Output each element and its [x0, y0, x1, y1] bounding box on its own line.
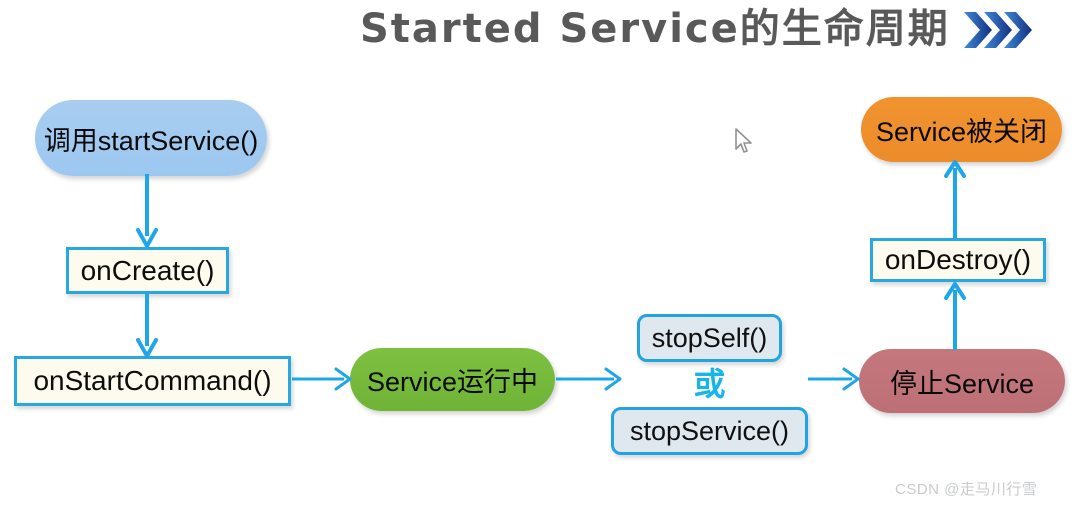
arrow-on-destroy-to-service-closed: [944, 160, 966, 238]
page-title-text: Started Service的生命周期: [360, 6, 950, 52]
page-title: Started Service的生命周期: [360, 8, 1036, 50]
node-stop-service[interactable]: stopService(): [611, 407, 808, 455]
node-stop-self[interactable]: stopSelf(): [637, 314, 782, 362]
node-on-destroy[interactable]: onDestroy(): [870, 238, 1046, 282]
double-chevron-right-icon: [963, 10, 1036, 50]
mouse-pointer-icon: [735, 128, 752, 153]
node-service-running[interactable]: Service运行中: [350, 348, 555, 411]
node-start-service[interactable]: 调用startService(): [35, 100, 267, 176]
arrow-stop-service-state-to-on-destroy: [944, 282, 966, 350]
or-connector-label: 或: [693, 366, 726, 402]
csdn-watermark: CSDN @走马川行雪: [895, 481, 1038, 498]
arrow-on-start-command-to-service-running: [292, 367, 352, 391]
node-on-start-command[interactable]: onStartCommand(): [14, 356, 291, 406]
arrow-stop-calls-to-stop-service-state: [808, 367, 860, 391]
arrow-on-create-to-on-start-command: [136, 292, 158, 358]
node-on-create[interactable]: onCreate(): [66, 247, 229, 294]
node-service-closed[interactable]: Service被关闭: [861, 97, 1062, 162]
arrow-start-service-to-on-create: [136, 174, 158, 248]
node-stop-service-state[interactable]: 停止Service: [859, 349, 1065, 413]
arrow-service-running-to-stop-calls: [556, 367, 622, 391]
